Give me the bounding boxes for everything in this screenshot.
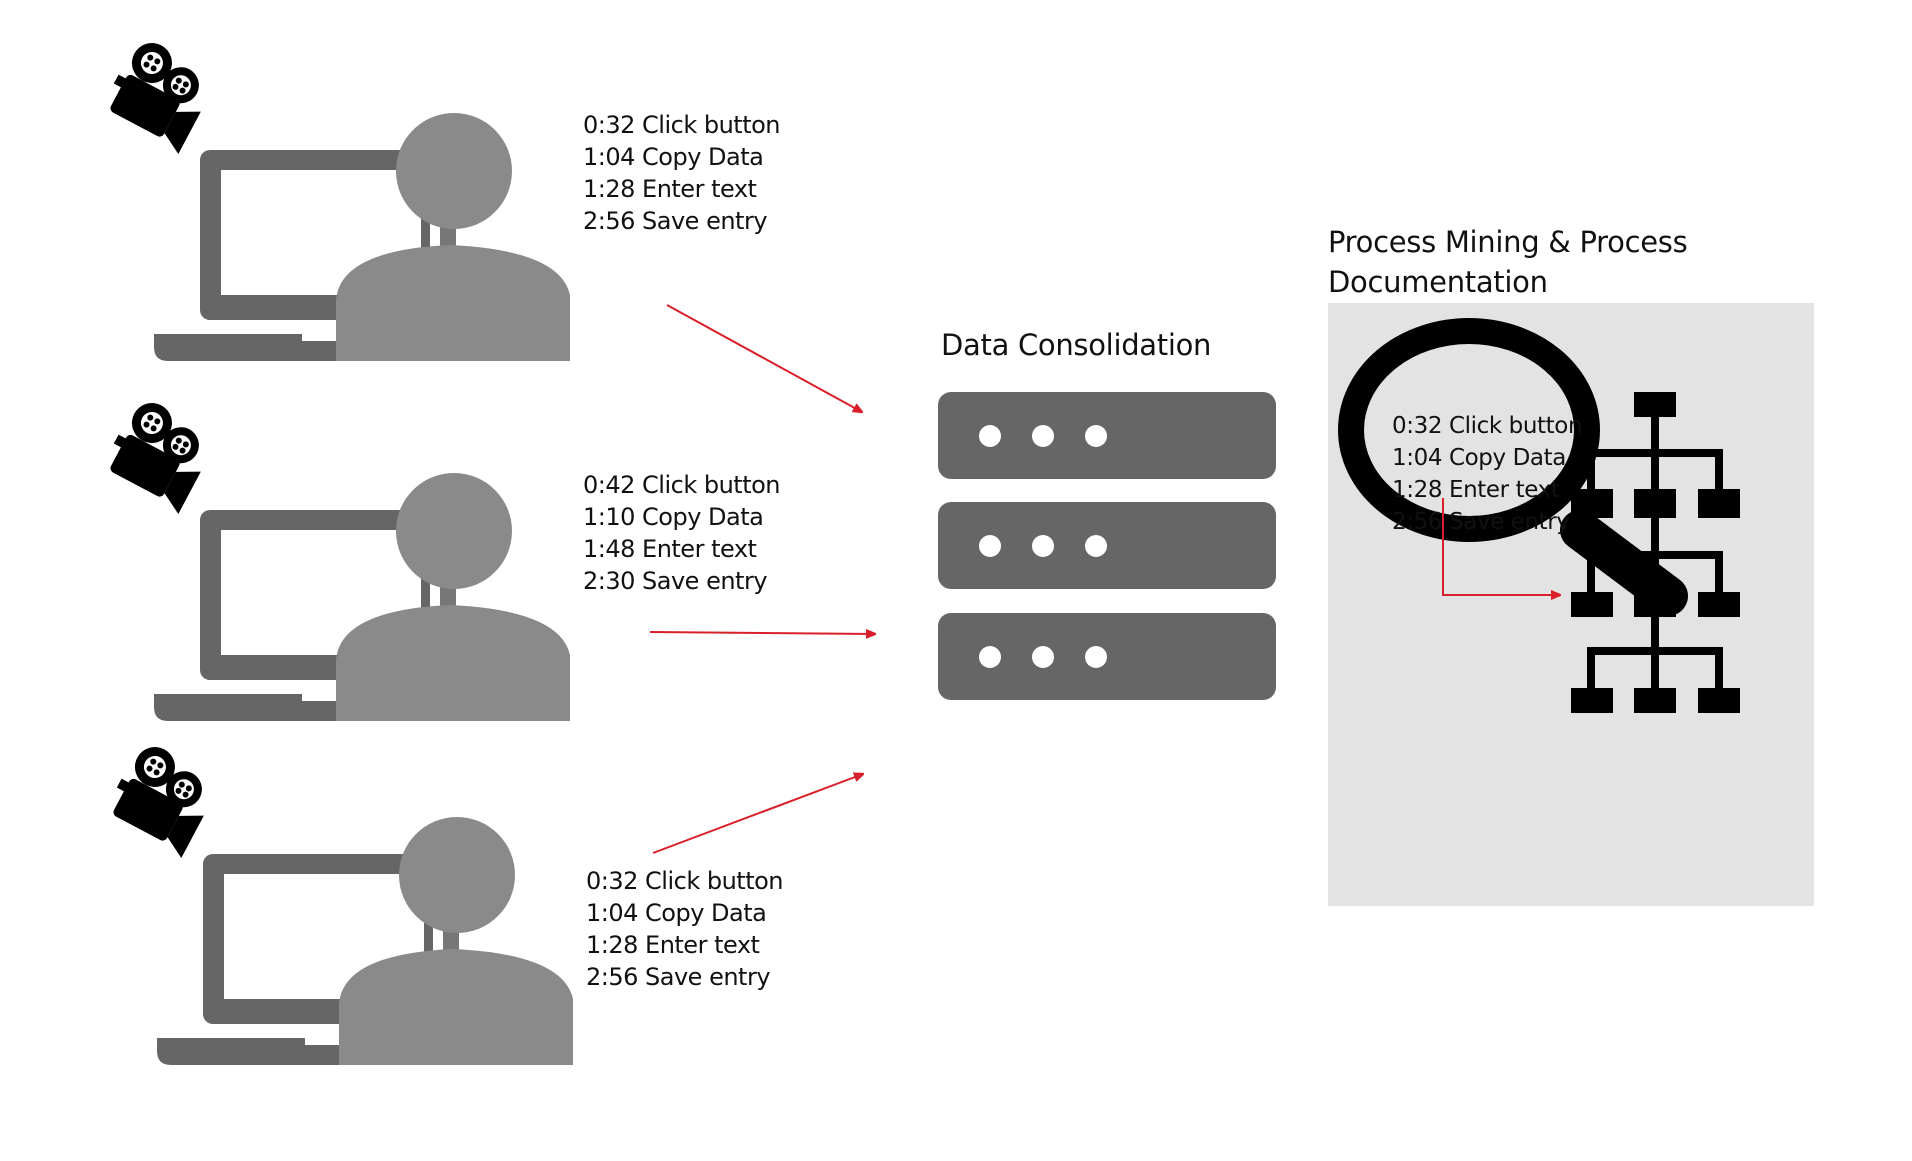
server-led-icon	[1032, 535, 1054, 557]
server-unit-2	[938, 502, 1276, 589]
log-entry: 1:10 Copy Data	[583, 503, 764, 531]
server-led-icon	[979, 535, 1001, 557]
server-unit-1	[938, 392, 1276, 479]
log-entry: 2:56 Save entry	[1392, 509, 1570, 535]
mining-title-line1: Process Mining & Process	[1328, 225, 1688, 259]
server-led-icon	[1085, 646, 1107, 668]
server-led-icon	[1032, 646, 1054, 668]
log-entry: 1:28 Enter text	[583, 175, 757, 203]
log-entry: 1:04 Copy Data	[583, 143, 764, 171]
log-entry: 2:56 Save entry	[583, 207, 768, 235]
log-entry: 0:32 Click button	[1392, 413, 1583, 439]
magnified-log: 0:32 Click button 1:04 Copy Data 1:28 En…	[1392, 410, 1583, 538]
log-entry: 2:30 Save entry	[583, 567, 768, 595]
log-entry: 0:32 Click button	[586, 867, 784, 895]
log-entry: 1:28 Enter text	[586, 931, 760, 959]
log-entry: 1:04 Copy Data	[1392, 445, 1566, 471]
log-entry: 2:56 Save entry	[586, 963, 771, 991]
consolidation-title: Data Consolidation	[941, 328, 1212, 362]
magnifier-icon	[1338, 318, 1688, 616]
user-3-log: 0:32 Click button 1:04 Copy Data 1:28 En…	[586, 865, 784, 993]
arrow-user3-to-consolidation	[652, 774, 863, 854]
server-led-icon	[979, 646, 1001, 668]
user-1-log: 0:32 Click button 1:04 Copy Data 1:28 En…	[583, 109, 781, 237]
mining-title-line2: Documentation	[1328, 265, 1548, 299]
log-entry: 0:42 Click button	[583, 471, 781, 499]
server-led-icon	[979, 425, 1001, 447]
log-entry: 1:04 Copy Data	[586, 899, 767, 927]
arrow-user2-to-consolidation	[649, 632, 875, 634]
log-entry: 0:32 Click button	[583, 111, 781, 139]
server-led-icon	[1085, 535, 1107, 557]
arrow-user1-to-consolidation	[666, 304, 862, 412]
server-unit-3	[938, 613, 1276, 700]
log-entry: 1:28 Enter text	[1392, 477, 1560, 503]
user-2-log: 0:42 Click button 1:10 Copy Data 1:48 En…	[583, 469, 781, 597]
log-entry: 1:48 Enter text	[583, 535, 757, 563]
server-led-icon	[1032, 425, 1054, 447]
server-led-icon	[1085, 425, 1107, 447]
arrow-log-to-process	[1442, 498, 1560, 595]
